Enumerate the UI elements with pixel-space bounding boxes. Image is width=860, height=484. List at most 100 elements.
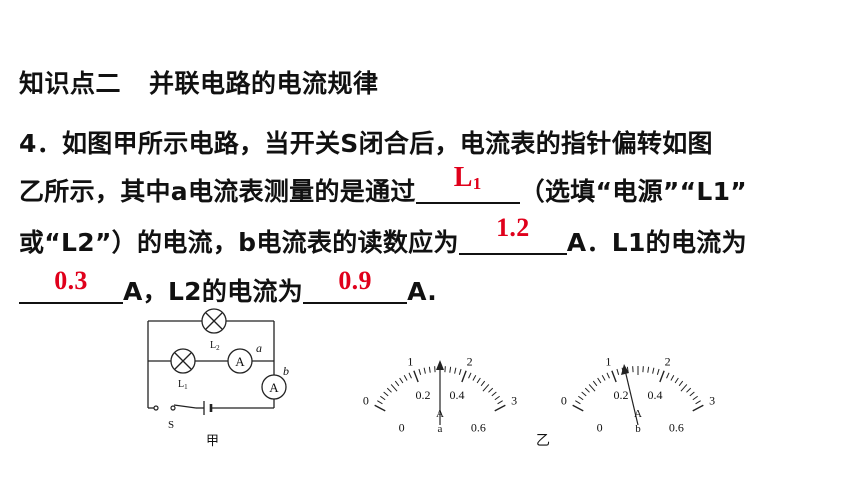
dial-a-tick bbox=[403, 374, 408, 381]
dial-b-top-tick-label: 1 bbox=[605, 354, 611, 368]
line2-text-b: （选填“电源”“L1” bbox=[519, 177, 748, 206]
dial-b-tick bbox=[581, 391, 587, 397]
answer-blank-4: 0.9 bbox=[303, 266, 408, 304]
dial-a-tick bbox=[491, 391, 497, 397]
dial-a-tick bbox=[399, 377, 404, 384]
dial-b-bottom-tick-label: 0.4 bbox=[647, 388, 662, 402]
lamp-l2-icon bbox=[201, 308, 227, 334]
circuit-diagram: L2 L1 A a A b S 甲 bbox=[147, 308, 289, 448]
dial-a-pointer bbox=[436, 360, 444, 425]
dial-a-tick bbox=[418, 368, 422, 375]
dial-a-top-tick-label: 0 bbox=[363, 394, 369, 408]
dial-b-tick bbox=[647, 366, 650, 373]
dial-a-bottom-tick-label: 0.6 bbox=[471, 420, 486, 434]
dial-b-tick bbox=[680, 384, 688, 392]
svg-text:A: A bbox=[269, 380, 279, 395]
line2-text-a: 乙所示，其中a电流表测量的是通过 bbox=[19, 177, 416, 206]
switch-icon bbox=[153, 405, 176, 411]
dial-b-tick bbox=[592, 380, 598, 387]
dial-a-tick bbox=[472, 374, 477, 381]
dial-a-tick bbox=[408, 372, 412, 379]
dial-b-tick bbox=[666, 372, 670, 379]
dial-b-pointer bbox=[621, 364, 639, 426]
dial-b-scale bbox=[572, 366, 704, 412]
dial-a-tick bbox=[480, 380, 486, 387]
dial-a-bottom-tick-label: 0 bbox=[399, 420, 405, 434]
dial-b-tick bbox=[674, 377, 679, 384]
dial-b-tick bbox=[606, 372, 610, 379]
question-line-2: 乙所示，其中a电流表测量的是通过 L1 （选填“电源”“L1” bbox=[19, 162, 748, 208]
dial-b-label: b bbox=[635, 423, 641, 435]
ammeter-b-icon: A bbox=[261, 374, 287, 400]
dial-b-tick bbox=[611, 370, 617, 383]
question-line-1: 4．如图甲所示电路，当开关S闭合后，电流表的指针偏转如图 bbox=[19, 129, 713, 158]
dial-b-tick bbox=[670, 374, 675, 381]
answer-blank-2: 1.2 bbox=[458, 213, 567, 255]
dial-a-tick bbox=[449, 366, 452, 373]
dial-b-top-tick-label: 3 bbox=[709, 394, 715, 408]
dial-a-top-tick-label: 3 bbox=[511, 394, 517, 408]
line4-text-a: A，L2的电流为 bbox=[123, 277, 304, 306]
answer-2: 1.2 bbox=[496, 213, 530, 242]
dial-a-tick bbox=[482, 384, 490, 392]
dial-a-tick bbox=[383, 391, 389, 397]
answer-blank-3: 0.3 bbox=[19, 266, 123, 304]
dial-b-tick bbox=[597, 377, 602, 384]
answer-blank-1: L1 bbox=[415, 162, 520, 204]
dial-a-bottom-tick-label: 0.4 bbox=[449, 388, 464, 402]
ammeter-b-label: b bbox=[283, 364, 289, 378]
lamp-l2-label: L2 bbox=[210, 340, 220, 352]
dial-b-tick bbox=[686, 387, 692, 393]
dial-a-tick bbox=[377, 400, 383, 405]
dial-a-tick bbox=[494, 395, 500, 401]
answer-1: L1 bbox=[453, 162, 482, 193]
dial-a-tick bbox=[413, 370, 419, 383]
heading-part1: 知识点二 bbox=[19, 69, 122, 98]
ammeter-a-icon: A bbox=[227, 348, 253, 374]
dial-b-tick bbox=[689, 391, 695, 397]
dial-a-tick bbox=[428, 366, 431, 373]
dial-b-tick bbox=[678, 380, 684, 387]
dial-b-tick bbox=[575, 400, 581, 405]
lamp-l1-label: L1 bbox=[178, 379, 188, 391]
answer-4: 0.9 bbox=[338, 266, 372, 295]
svg-text:A: A bbox=[235, 354, 245, 369]
dial-b-tick bbox=[659, 370, 665, 383]
dial-b-tick bbox=[578, 395, 584, 401]
dial-b-tick bbox=[572, 404, 584, 412]
figure-b-caption: 乙 bbox=[536, 434, 550, 449]
dial-b-tick bbox=[692, 404, 704, 412]
dial-b-bottom-tick-label: 0.6 bbox=[669, 420, 684, 434]
dial-b-tick bbox=[652, 367, 655, 374]
lamp-l1-icon bbox=[170, 348, 196, 374]
dial-a-tick bbox=[461, 370, 467, 383]
dial-a-tick bbox=[394, 380, 400, 387]
dial-b-tick bbox=[588, 384, 596, 392]
dial-b-top-tick-label: 2 bbox=[665, 354, 671, 368]
switch-label: S bbox=[168, 419, 174, 431]
dial-a-tick bbox=[458, 368, 462, 375]
dial-a-tick bbox=[380, 395, 386, 401]
dial-b-bottom-tick-label: 0 bbox=[597, 420, 603, 434]
section-heading: 知识点二并联电路的电流规律 bbox=[19, 64, 379, 100]
dial-a-tick bbox=[488, 387, 494, 393]
dial-b-tick bbox=[601, 374, 606, 381]
heading-part2: 并联电路的电流规律 bbox=[149, 69, 379, 98]
dial-a-top-tick-label: 1 bbox=[407, 354, 413, 368]
line3-text-a: 或“L2”）的电流，b电流表的读数应为 bbox=[19, 228, 459, 257]
dial-b-top-tick-label: 0 bbox=[561, 394, 567, 408]
ammeter-a-label: a bbox=[256, 341, 262, 355]
battery-icon bbox=[203, 401, 213, 415]
dial-b-tick bbox=[616, 368, 620, 375]
dial-a-symbol: A bbox=[436, 408, 444, 420]
dial-a-tick bbox=[468, 372, 472, 379]
dial-a-label: a bbox=[438, 423, 443, 435]
dial-b-bottom-tick-label: 0.2 bbox=[614, 388, 629, 402]
line4-text-b: A. bbox=[407, 277, 437, 306]
dial-a-tick bbox=[476, 377, 481, 384]
line3-text-b: A．L1的电流为 bbox=[566, 228, 747, 257]
dial-b-tick bbox=[695, 400, 701, 405]
